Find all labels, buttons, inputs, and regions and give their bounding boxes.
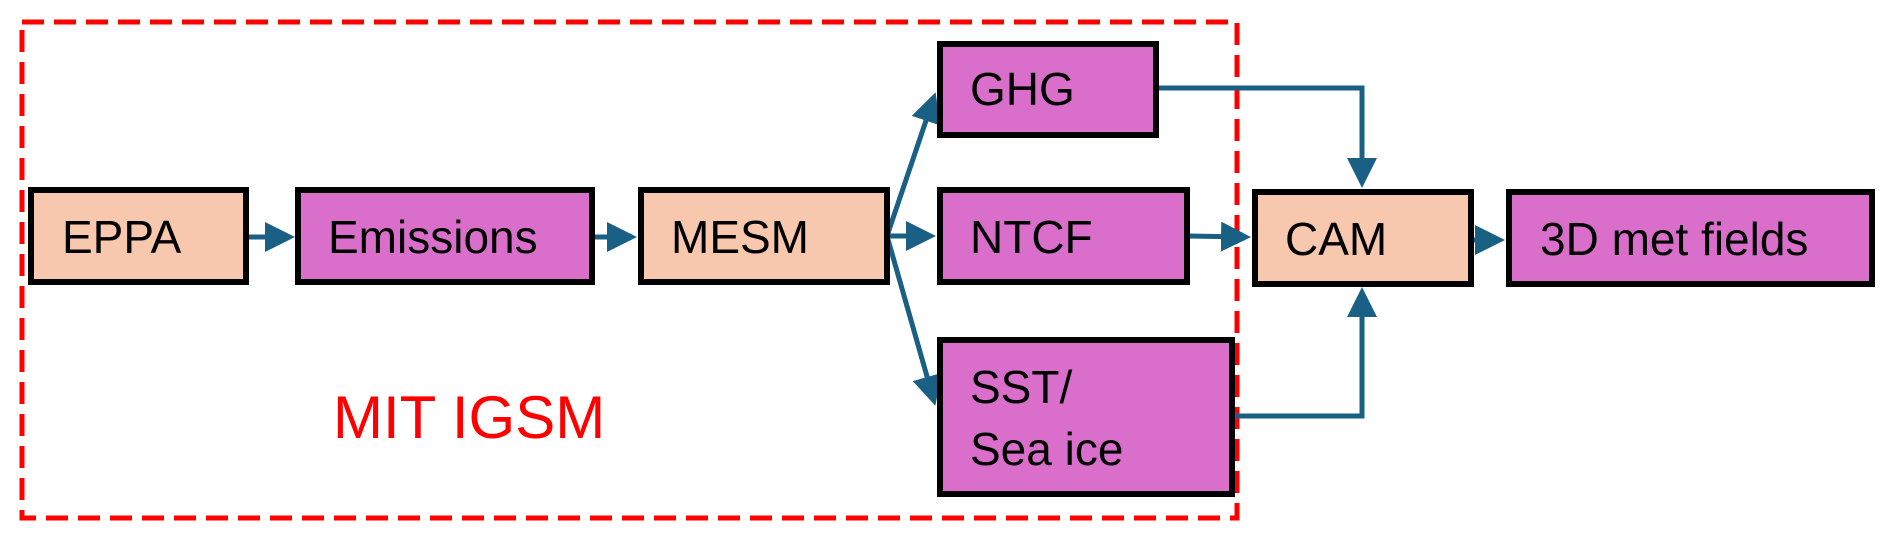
edge-mesm-to-ghg <box>884 92 941 237</box>
edge-ghg-to-cam <box>1157 85 1377 188</box>
node-eppa-label: EPPA <box>62 211 182 263</box>
node-3d-met-fields-box <box>1506 189 1875 287</box>
node-ntcf-box <box>937 187 1190 285</box>
node-emissions: Emissions <box>295 187 595 285</box>
edges <box>247 85 1505 419</box>
node-3d-met-fields: 3D met fields <box>1506 189 1875 287</box>
node-eppa: EPPA <box>28 187 249 285</box>
node-cam: CAM <box>1252 189 1474 287</box>
node-emissions-label: Emissions <box>328 211 538 263</box>
node-mesm-label: MESM <box>671 211 809 263</box>
edge-mesm-to-sst <box>884 235 942 406</box>
edge-ntcf-to-cam <box>1187 221 1251 252</box>
node-mesm: MESM <box>638 187 890 285</box>
edge-sst-to-cam <box>1233 287 1377 419</box>
node-sst-sea-ice-label-line2: Sea ice <box>970 423 1123 475</box>
node-mesm-box <box>638 187 890 285</box>
node-sst-sea-ice-label-line1: SST/ <box>970 361 1072 413</box>
node-ntcf: NTCF <box>937 187 1190 285</box>
mit-igsm-group-boundary <box>19 19 1240 521</box>
node-sst-sea-ice: SST/ Sea ice <box>937 337 1235 497</box>
node-ghg: GHG <box>937 41 1159 138</box>
node-3d-met-fields-label: 3D met fields <box>1540 213 1808 265</box>
node-emissions-box <box>295 187 595 285</box>
node-ntcf-label: NTCF <box>970 211 1093 263</box>
node-cam-box <box>1252 189 1474 287</box>
node-ghg-box <box>937 41 1159 138</box>
node-cam-label: CAM <box>1285 213 1387 265</box>
node-sst-sea-ice-box <box>937 337 1235 497</box>
mit-igsm-group-label: MIT IGSM <box>333 384 605 451</box>
node-ghg-label: GHG <box>970 63 1075 115</box>
node-eppa-box <box>28 187 249 285</box>
